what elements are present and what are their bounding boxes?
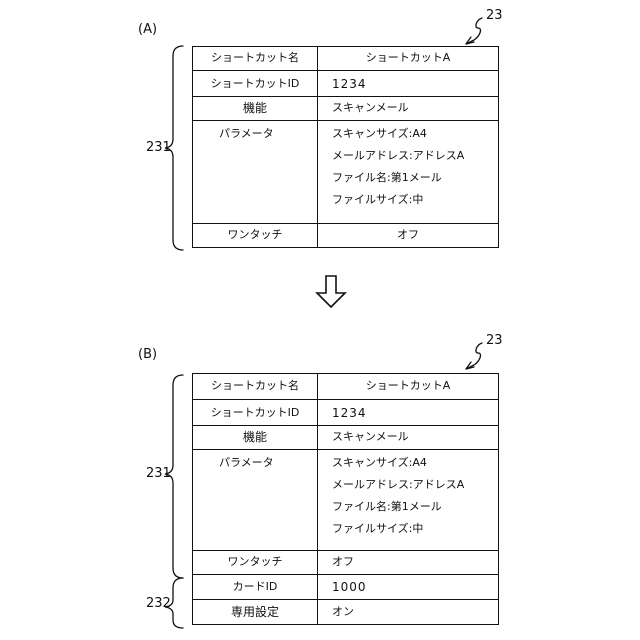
brace-231-a [165,46,183,250]
brace-232-b [165,578,183,628]
down-arrow-icon [317,276,345,307]
brace-231-b [165,375,183,578]
